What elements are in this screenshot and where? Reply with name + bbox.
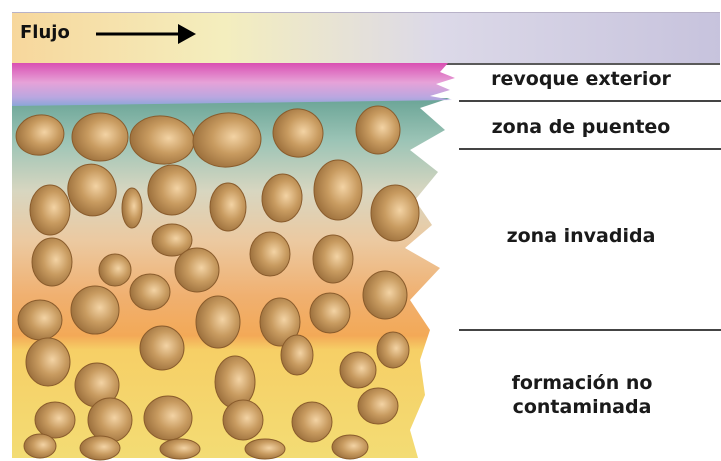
rock-grain xyxy=(88,398,132,442)
rock-grain xyxy=(30,185,70,235)
mudcake-layer xyxy=(12,63,455,106)
rock-grain xyxy=(122,188,142,228)
rock-grain xyxy=(245,439,285,459)
label-zona-de-puenteo: zona de puenteo xyxy=(461,115,701,139)
rock-grain xyxy=(281,335,313,375)
rock-grain xyxy=(356,106,400,154)
rock-grain xyxy=(377,332,409,368)
rock-grain xyxy=(314,160,362,220)
rock-grain xyxy=(26,338,70,386)
rock-grain xyxy=(32,238,72,286)
rock-grain xyxy=(196,296,240,348)
rock-grain xyxy=(340,352,376,388)
rock-grain xyxy=(160,439,200,459)
label-formacion-no-contaminada: formación no contaminada xyxy=(457,371,707,419)
rock-grain xyxy=(215,356,255,408)
rock-grain xyxy=(358,388,398,424)
zone-divider-2 xyxy=(459,148,721,150)
rock-grain xyxy=(140,326,184,370)
label-zona-invadida: zona invadida xyxy=(461,224,701,248)
rock-grain xyxy=(130,274,170,310)
rock-grain xyxy=(24,434,56,458)
rock-grain xyxy=(99,254,131,286)
zone-divider-1 xyxy=(459,100,721,102)
rock-grain xyxy=(250,232,290,276)
rock-grain xyxy=(175,248,219,292)
rock-grain xyxy=(35,402,75,438)
rock-grain xyxy=(223,400,263,440)
rock-grain xyxy=(371,185,419,241)
label-revoque-exterior: revoque exterior xyxy=(461,67,701,91)
rock-grain xyxy=(144,396,192,440)
label-formacion-text: formación no contaminada xyxy=(512,372,653,418)
rock-grain xyxy=(72,113,128,161)
rock-grain xyxy=(313,235,353,283)
rock-grain xyxy=(332,435,368,459)
rock-grain xyxy=(363,271,407,319)
rock-grain xyxy=(80,436,120,460)
rock-grain xyxy=(292,402,332,442)
rock-grain xyxy=(71,286,119,334)
rock-grain xyxy=(18,300,62,340)
zone-divider-3 xyxy=(459,329,721,331)
rock-grain xyxy=(310,293,350,333)
rock-grain xyxy=(210,183,246,231)
